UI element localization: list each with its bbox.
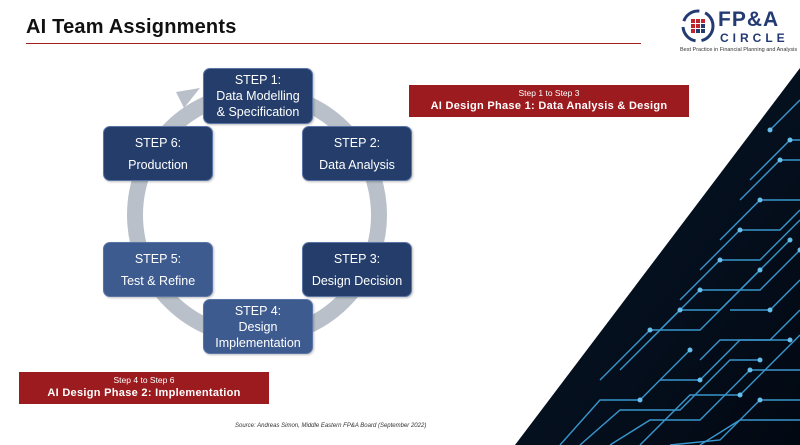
- phase-2-banner: Step 4 to Step 6 AI Design Phase 2: Impl…: [19, 372, 269, 404]
- step-3-line-1: Design Decision: [311, 273, 403, 288]
- phase-1-name: AI Design Phase 1: Data Analysis & Desig…: [430, 100, 668, 112]
- step-6-line-1: Production: [128, 157, 188, 172]
- phase-2-range: Step 4 to Step 6: [113, 375, 175, 385]
- logo-mark-icon: [681, 9, 715, 43]
- step-2-label: STEP 2:: [333, 135, 381, 150]
- logo-main-text: FP&A: [718, 8, 780, 31]
- step-1-line-2: & Specification: [216, 105, 300, 119]
- phase-1-banner: Step 1 to Step 3 AI Design Phase 1: Data…: [409, 85, 689, 117]
- step-2-box: STEP 2: Data Analysis: [302, 126, 412, 181]
- cycle-arrow-icon: [176, 88, 200, 108]
- step-1-label: STEP 1:: [234, 73, 282, 87]
- step-6-label: STEP 6:: [134, 135, 182, 150]
- step-4-box: STEP 4: Design Implementation: [203, 299, 313, 354]
- step-5-label: STEP 5:: [134, 251, 182, 266]
- page-title: AI Team Assignments: [26, 16, 237, 38]
- step-3-box: STEP 3: Design Decision: [302, 242, 412, 297]
- step-4-line-2: Implementation: [215, 335, 301, 350]
- logo-sub-text: CIRCLE: [720, 31, 789, 45]
- fpa-circle-logo: FP&A CIRCLE Best Practice in Financial P…: [680, 6, 798, 56]
- step-5-line-1: Test & Refine: [120, 273, 196, 288]
- phase-1-range: Step 1 to Step 3: [518, 88, 580, 98]
- step-6-box: STEP 6: Production: [103, 126, 213, 181]
- phase-2-name: AI Design Phase 2: Implementation: [47, 387, 241, 399]
- step-4-line-1: Design: [238, 319, 278, 334]
- step-1-line-1: Data Modelling: [216, 89, 300, 103]
- step-2-line-1: Data Analysis: [319, 157, 395, 172]
- source-note: Source: Andreas Simon, Middle Eastern FP…: [235, 423, 427, 429]
- step-3-label: STEP 3:: [333, 251, 381, 266]
- step-1-box: STEP 1: Data Modelling & Specification: [203, 68, 313, 124]
- title-divider: [26, 43, 641, 44]
- step-5-box: STEP 5: Test & Refine: [103, 242, 213, 297]
- step-4-label: STEP 4:: [234, 303, 282, 318]
- logo-tagline: Best Practice in Financial Planning and …: [680, 47, 798, 53]
